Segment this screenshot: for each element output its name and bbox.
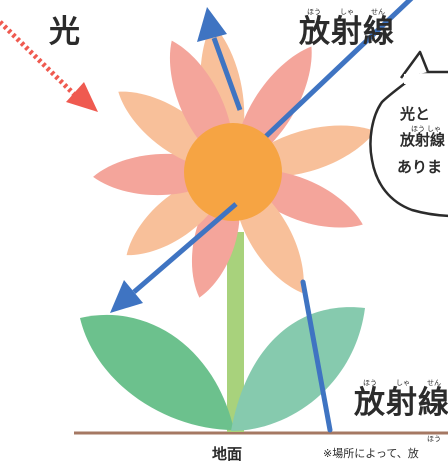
right-leaf	[231, 307, 365, 431]
radiation-label-bottom: 放射線	[354, 385, 448, 421]
footnote: ※場所によって、放	[323, 447, 419, 460]
light-label: 光	[49, 14, 81, 50]
speech-bubble-tail	[399, 50, 430, 79]
radiation-arrow-icon	[197, 7, 227, 42]
radiation-ruby-2: しゃ	[340, 8, 354, 16]
radiation-ruby-1: ほう	[307, 8, 321, 16]
bubble-ruby-1: ほう	[411, 125, 425, 133]
light-arrow-icon	[66, 82, 98, 112]
bubble-line-3: ありま	[397, 158, 443, 176]
radiation-arrow-down-shaft	[132, 202, 238, 294]
radiation-arrow-up-shaft	[211, 37, 243, 111]
radiation-label-top: 放射線	[299, 14, 395, 50]
radiation-bottom-ruby-1: ほう	[363, 379, 377, 387]
radiation-ruby-3: せん	[371, 8, 385, 16]
flower-center	[184, 123, 282, 221]
bubble-line-1: 光と	[400, 105, 431, 123]
bubble-ruby-2: しゃ	[427, 125, 441, 133]
radiation-arrow-icon	[110, 280, 143, 313]
radiation-bottom-ruby-2: しゃ	[396, 379, 410, 387]
bubble-line-2: 放射線	[400, 131, 446, 149]
speech-bubble-icon	[369, 70, 448, 218]
footnote-ruby: ほう	[427, 435, 441, 443]
radiation-line-bottom	[300, 279, 333, 433]
ground-label: 地面	[212, 445, 243, 463]
radiation-bottom-ruby-3: せん	[427, 379, 441, 387]
light-arrow-shaft	[0, 20, 80, 100]
left-leaf	[80, 314, 234, 430]
stem	[227, 232, 244, 432]
